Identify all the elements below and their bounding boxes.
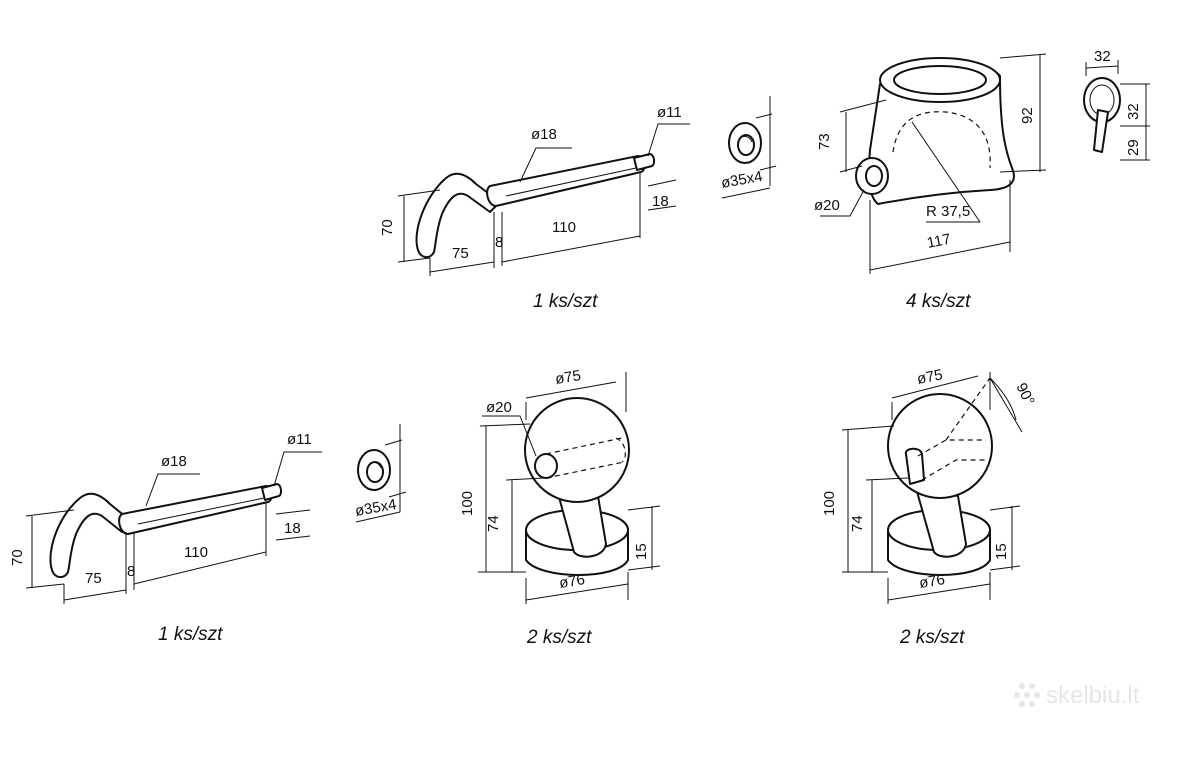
pin-upper-dim-lines	[397, 123, 690, 276]
ball-angled-angle: 90°	[1012, 380, 1037, 408]
pin-upper-height: 70	[379, 219, 396, 236]
watermark-logo-icon	[1014, 683, 1040, 707]
cone-width: 117	[926, 231, 953, 252]
pin-lower-handle: 75	[85, 570, 102, 587]
pin-upper: ø18 ø11 70 75 8 110 18 1 ks/szt	[379, 104, 690, 312]
ball-straight-height: 100	[459, 491, 476, 516]
ball-angled: ø75 90° 100 74 15 ø76 2 ks/szt	[821, 366, 1038, 648]
ring-lower: ø35x4	[354, 424, 407, 523]
cone-height-total: 92	[1019, 107, 1036, 124]
ring-lower-size: ø35x4	[354, 496, 398, 520]
pin-upper-drawing	[415, 153, 656, 258]
ball-angled-d-ball: ø75	[916, 366, 945, 388]
pin-lower-d-shaft: ø18	[161, 453, 187, 470]
pin-upper-collar: 8	[495, 234, 503, 251]
ball-straight-drawing	[524, 397, 630, 576]
ring-lower-drawing	[355, 424, 407, 523]
pin-lower-drawing	[49, 483, 283, 578]
pin-upper-handle: 75	[452, 245, 469, 262]
cone-clip-drawing	[1083, 60, 1150, 161]
ring-upper-size: ø35x4	[720, 168, 764, 192]
pin-lower-height: 70	[9, 549, 26, 566]
ring-upper-drawing	[721, 96, 777, 199]
ball-straight: ø75 ø20 100 74 15 ø76 2 ks/szt	[459, 367, 661, 648]
pin-lower-collar: 8	[127, 563, 135, 580]
pin-upper-d-tip: ø11	[657, 104, 682, 121]
caption-pin-lower: 1 ks/szt	[158, 624, 223, 645]
cone: 73 92 R 37,5 ø20 117 32 32 29 4 ks/szt	[814, 48, 1150, 312]
cone-radius: R 37,5	[926, 203, 970, 220]
ball-straight-center: 74	[485, 515, 502, 532]
ball-straight-d-base: ø76	[558, 571, 586, 592]
caption-ball-straight: 2 ks/szt	[526, 627, 592, 648]
pin-upper-d-shaft: ø18	[531, 126, 557, 143]
cone-dim-lines	[820, 53, 1047, 274]
pin-upper-length: 110	[552, 219, 576, 236]
cone-clip-bottom: 29	[1125, 139, 1142, 156]
pin-lower-tip: 18	[284, 520, 301, 537]
pin-upper-tip: 18	[652, 193, 669, 210]
cone-d-hole: ø20	[814, 197, 840, 214]
ring-upper: ø35x4	[720, 96, 777, 199]
cone-drawing	[855, 57, 1015, 223]
caption-ball-angled: 2 ks/szt	[899, 627, 965, 648]
watermark: skelbiu.lt	[1014, 682, 1140, 709]
cone-height-front: 73	[816, 133, 833, 150]
cone-clip-top: 32	[1094, 48, 1111, 65]
pin-lower-d-tip: ø11	[287, 431, 312, 448]
ball-straight-d-hole: ø20	[486, 399, 512, 416]
pin-lower: ø18 ø11 70 75 8 110 18 1 ks/szt	[9, 431, 322, 645]
ball-straight-d-ball: ø75	[554, 367, 582, 388]
ball-angled-d-base: ø76	[918, 571, 946, 592]
cone-clip-right: 32	[1125, 103, 1142, 120]
pin-lower-dim-lines	[25, 451, 322, 604]
ball-angled-dim-lines	[841, 372, 1023, 604]
ball-straight-base-h: 15	[633, 543, 650, 560]
watermark-text: skelbiu.lt	[1046, 682, 1140, 709]
caption-cone: 4 ks/szt	[906, 291, 971, 312]
ball-straight-dim-lines	[478, 372, 661, 604]
caption-pin-upper: 1 ks/szt	[533, 291, 598, 312]
pin-lower-length: 110	[184, 544, 208, 561]
ball-angled-center: 74	[849, 515, 866, 532]
ball-angled-drawing	[887, 377, 993, 576]
ball-angled-height: 100	[821, 491, 838, 516]
ball-angled-base-h: 15	[993, 543, 1010, 560]
